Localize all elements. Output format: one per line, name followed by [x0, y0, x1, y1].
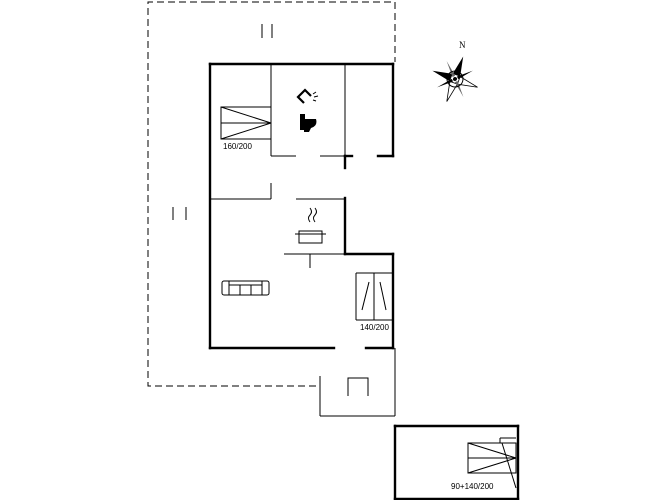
bed-size-label: 160/200: [223, 142, 252, 151]
sofa-icon: [221, 280, 270, 296]
annex-walls: [393, 424, 520, 500]
bed-size-label: 90+140/200: [451, 482, 494, 491]
shower-icon: [296, 88, 319, 104]
north-label: N: [459, 40, 466, 50]
double-bed-icon: [220, 106, 272, 140]
bed-size-label: 140/200: [360, 323, 389, 332]
house-walls: [208, 62, 395, 350]
entrance-steps: [319, 348, 396, 417]
terrace-outline: [147, 1, 396, 387]
toilet-icon: [300, 114, 317, 132]
double-bed-icon: [361, 273, 387, 320]
cooking-pot-icon: [295, 207, 326, 244]
interior-walls: [210, 64, 393, 321]
compass-rose-icon: [432, 56, 478, 102]
double-bed-icon: [467, 437, 517, 489]
